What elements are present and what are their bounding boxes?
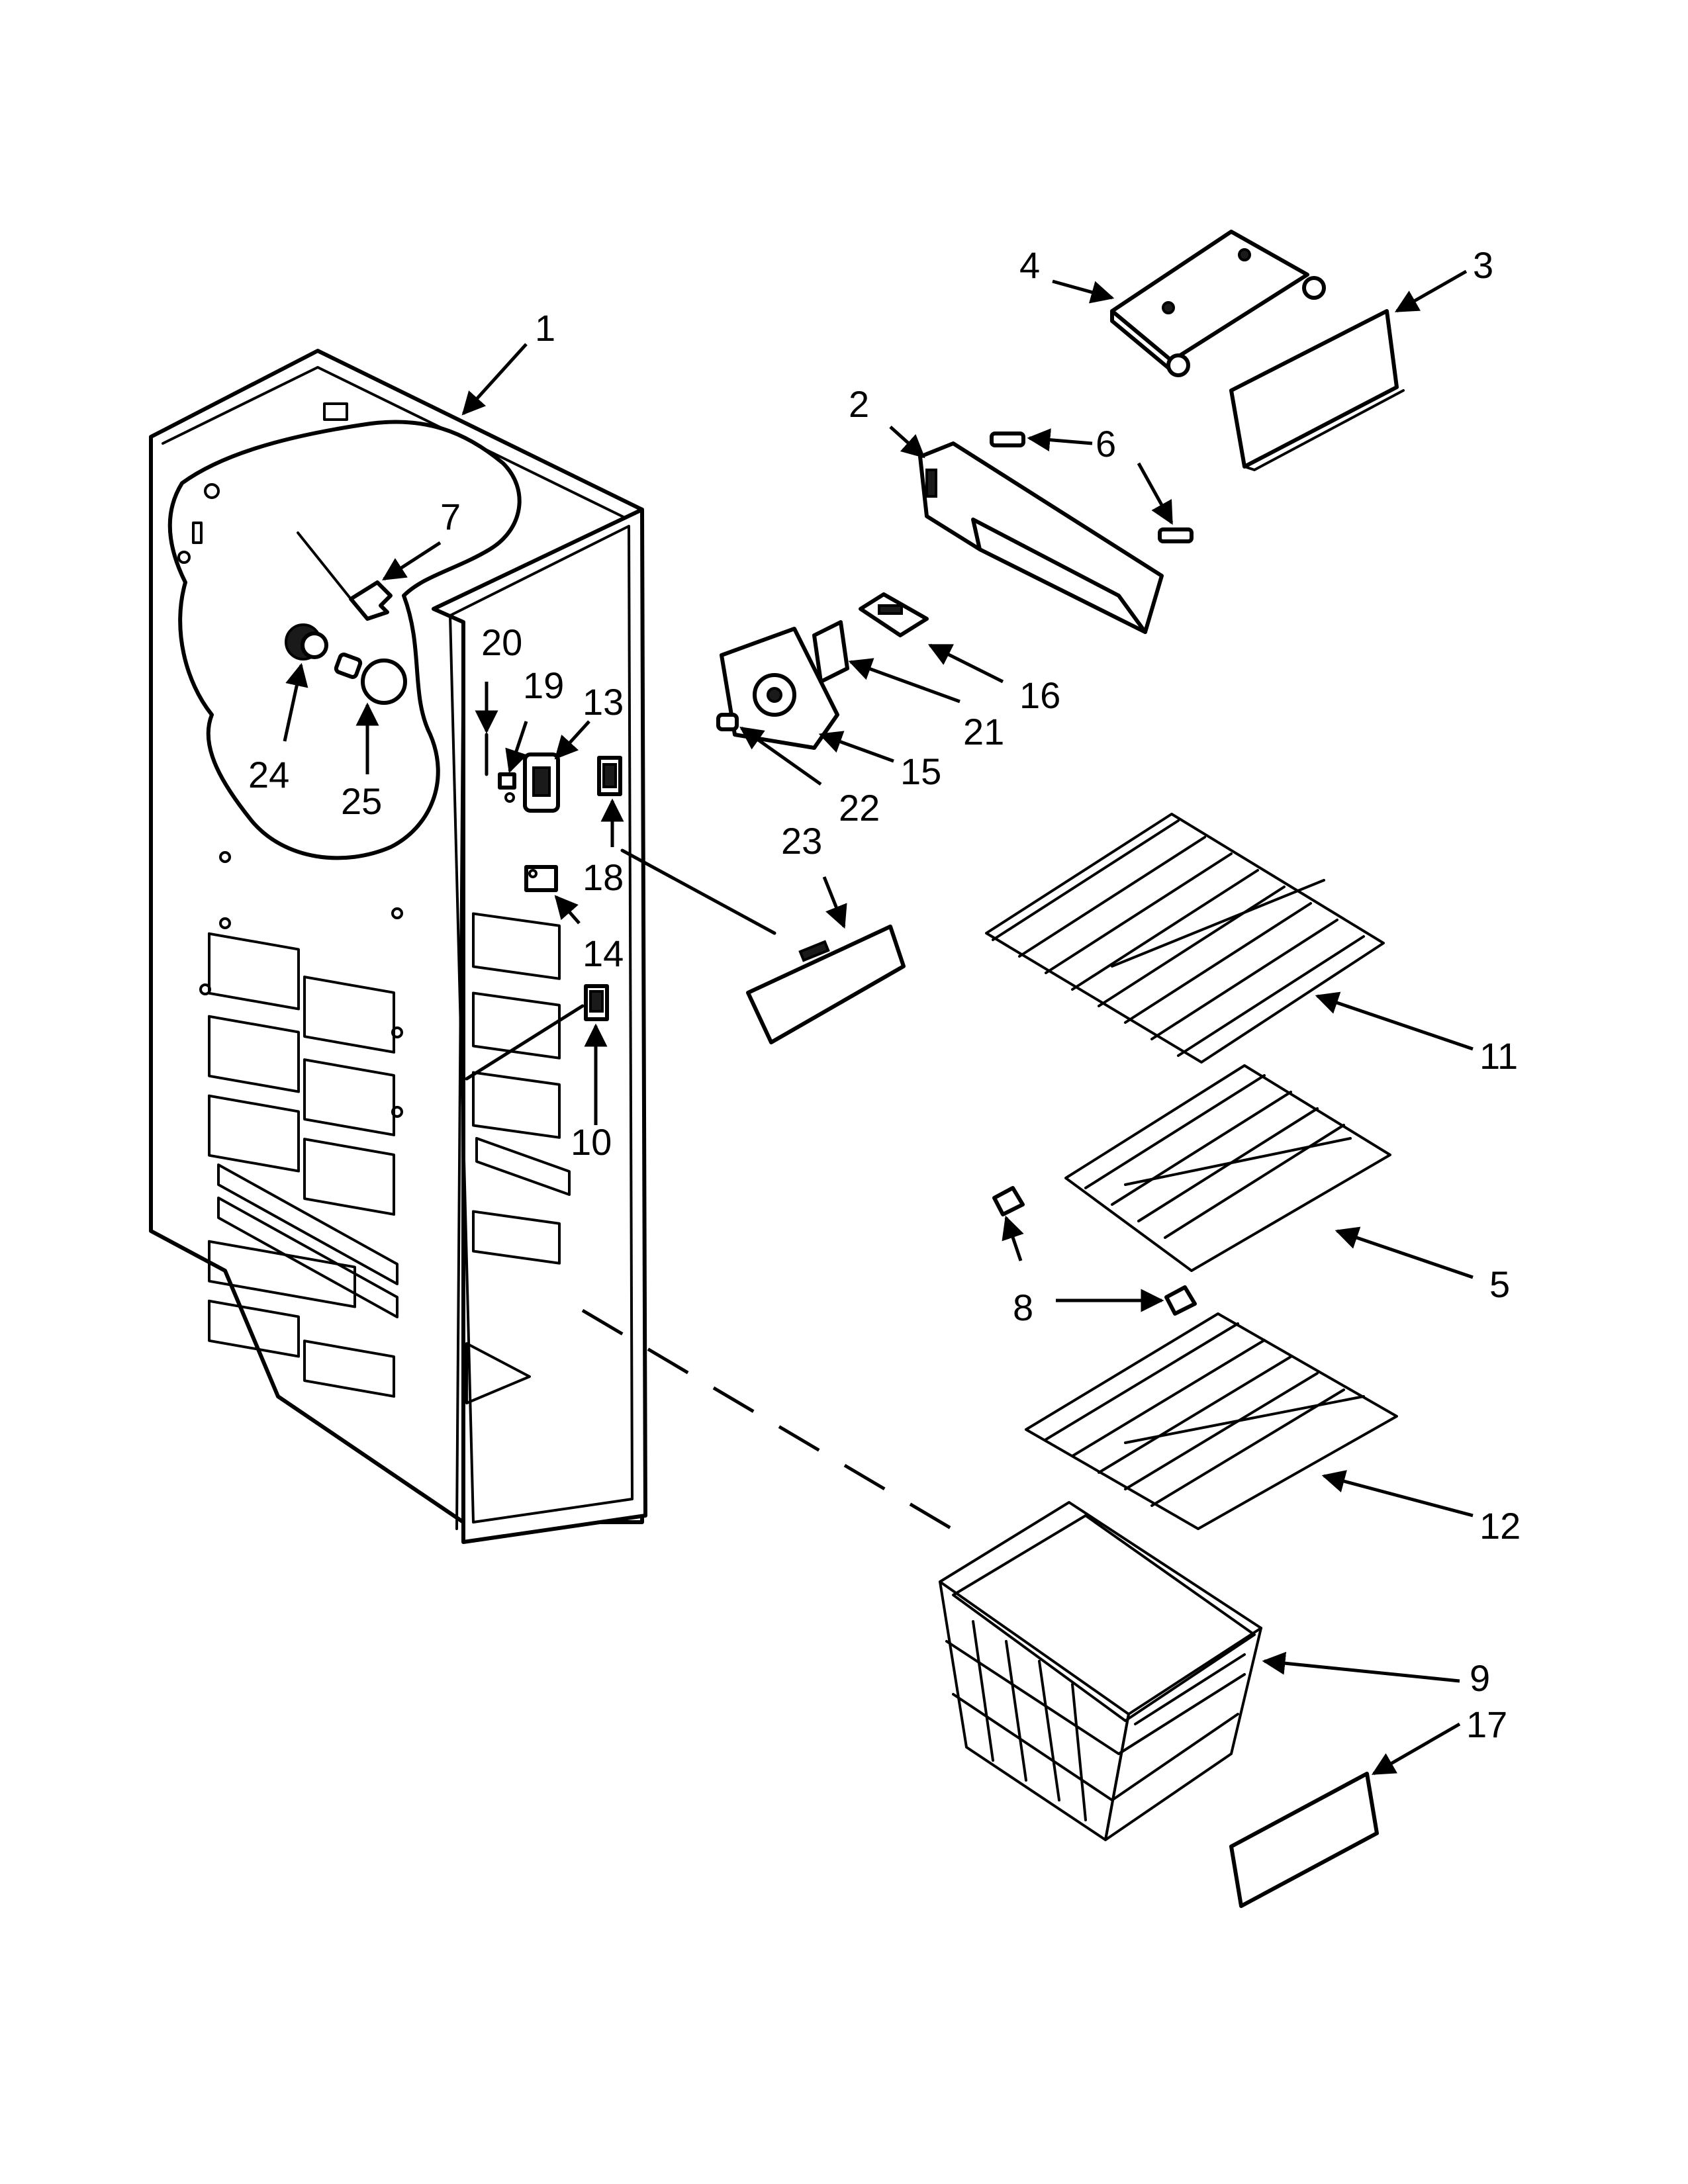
- callout-15: 15: [900, 751, 941, 792]
- part-10-switch: [584, 984, 609, 1021]
- callout-7: 7: [440, 496, 461, 537]
- part-2-bracket: [918, 441, 1164, 634]
- part-19-bracket: [498, 772, 516, 803]
- callout-21: 21: [963, 711, 1004, 752]
- callout-25: 25: [341, 780, 382, 822]
- part-4-hinge-cover: [1110, 230, 1326, 377]
- leader-wire-18: [620, 848, 776, 935]
- callout-19: 19: [523, 664, 564, 706]
- callout-8: 8: [1013, 1287, 1033, 1328]
- callout-13: 13: [583, 681, 624, 723]
- callout-10: 10: [571, 1121, 612, 1163]
- part-12-wire-shelf: [1025, 1312, 1398, 1530]
- callout-2: 2: [849, 383, 869, 425]
- part-14-bracket: [524, 865, 558, 892]
- callout-16: 16: [1019, 674, 1060, 716]
- part-9-wire-basket: [939, 1501, 1262, 1841]
- callout-3: 3: [1473, 244, 1493, 286]
- side-recesses: [465, 912, 571, 1404]
- callout-4: 4: [1019, 244, 1040, 286]
- callout-6: 6: [1096, 423, 1116, 465]
- leader-wire-10: [465, 1004, 585, 1081]
- part-18-switch: [597, 756, 622, 796]
- callout-1: 1: [535, 307, 555, 349]
- part-17-basket-label: [1229, 1772, 1379, 1908]
- part-25-light-bulb: [334, 653, 407, 705]
- callout-11: 11: [1479, 1035, 1518, 1077]
- part-24-light-socket: [285, 623, 328, 660]
- part-6-screws: [990, 432, 1194, 543]
- part-13-control-housing: [523, 752, 560, 813]
- callout-leaders: [283, 269, 1474, 1776]
- callout-20: 20: [481, 621, 522, 663]
- callout-14: 14: [583, 933, 624, 974]
- part-11-wire-shelf: [985, 813, 1385, 1064]
- part-16-module: [859, 592, 929, 637]
- part-8-shelf-supports: [992, 1186, 1197, 1316]
- part-7-light-shield-clip: [297, 531, 393, 621]
- callout-9: 9: [1470, 1657, 1490, 1699]
- part-5-wire-shelf: [1064, 1064, 1391, 1272]
- callout-5: 5: [1489, 1263, 1510, 1305]
- callout-labels: 1 2 3 4 5 6 7 8 9 10 11 12 13 14 15 16 1…: [248, 244, 1521, 1745]
- callout-23: 23: [781, 820, 822, 862]
- callout-17: 17: [1466, 1704, 1507, 1745]
- part-22-knob: [716, 713, 739, 731]
- callout-12: 12: [1479, 1505, 1521, 1547]
- part-21-bracket: [812, 620, 849, 684]
- callout-24: 24: [248, 754, 289, 796]
- callout-18: 18: [583, 856, 624, 898]
- callout-22: 22: [839, 787, 880, 829]
- part-23-cover: [746, 925, 906, 1044]
- part-3-cover: [1229, 309, 1405, 471]
- liner-recesses: [208, 932, 399, 1398]
- freezer-liner: [149, 349, 647, 1544]
